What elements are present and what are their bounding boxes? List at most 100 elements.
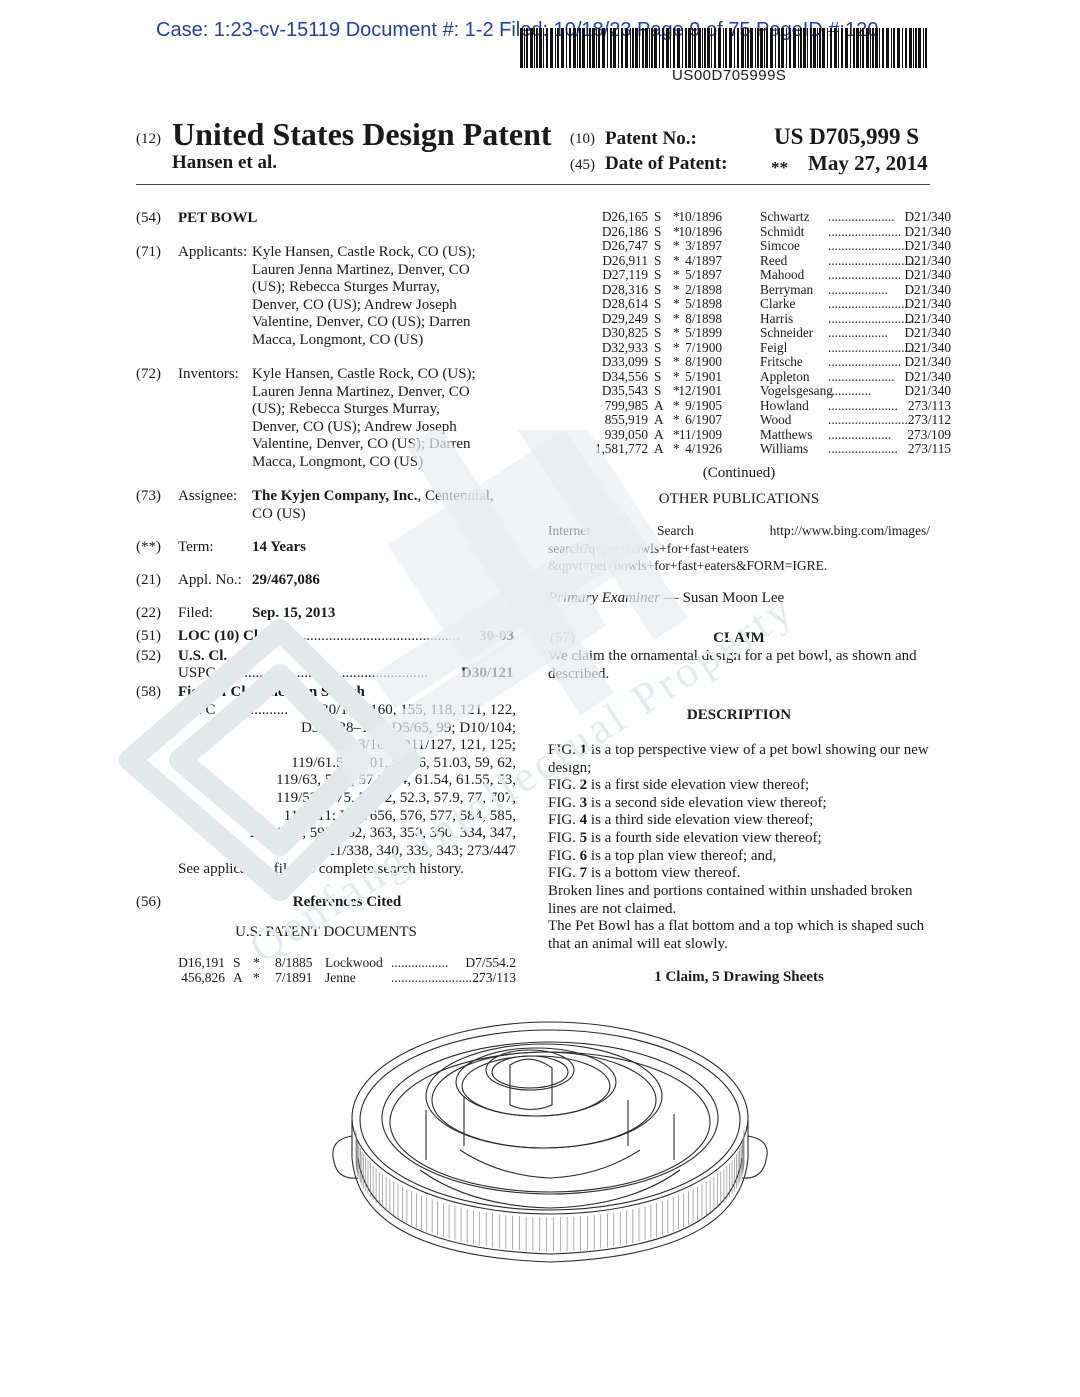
barcode-bar <box>592 28 595 68</box>
barcode-bar <box>573 28 576 68</box>
other-publications-label: OTHER PUBLICATIONS <box>658 491 820 507</box>
reference-cls: D7/554.2 <box>465 955 516 970</box>
appl-no-value: 29/467,086 <box>252 572 320 588</box>
barcode-bar <box>610 28 612 68</box>
reference-cls: D21/340 <box>904 267 951 282</box>
barcode-bar <box>561 28 564 68</box>
barcode-bar <box>897 28 900 68</box>
reference-date: 9/1905 <box>685 397 722 413</box>
figure-description: FIG. 7 is a bottom view thereof. <box>548 865 741 882</box>
inventors-label: Inventors: <box>178 366 239 382</box>
reference-kind: S <box>654 252 662 268</box>
us-patent-docs-label: U.S. PATENT DOCUMENTS <box>235 924 417 940</box>
barcode-bar <box>524 28 525 68</box>
applicants-list: Kyle Hansen, Castle Rock, CO (US); Laure… <box>252 244 520 349</box>
reference-date: 8/1898 <box>685 310 722 326</box>
us-class-label: U.S. Cl. <box>178 648 228 664</box>
barcode-bar <box>536 28 538 68</box>
barcode-bar <box>853 28 855 68</box>
reference-star: * <box>673 412 680 427</box>
class-line: D13/168; D11/127, 121, 125; <box>339 737 516 754</box>
reference-kind: S <box>654 368 662 384</box>
code-10: (10) <box>570 131 595 147</box>
applicant-line: Macca, Longmont, CO (US) <box>252 331 424 348</box>
assignee-name: The Kyjen Company, Inc. <box>252 488 418 504</box>
reference-dots: ...................... <box>828 223 902 239</box>
reference-date: 12/1901 <box>678 383 722 398</box>
class-line: D21/338, 340, 339, 343; 273/447 <box>316 842 516 859</box>
barcode-bar <box>694 28 696 68</box>
barcode-bar <box>798 28 799 68</box>
reference-kind: S <box>654 325 662 340</box>
uspc-value: D30/121 <box>461 665 514 681</box>
reference-name: Mahood <box>760 267 805 282</box>
reference-cls: D21/340 <box>904 296 951 311</box>
barcode-bar <box>817 28 818 68</box>
barcode-bar <box>838 28 839 68</box>
reference-star: * <box>673 223 680 239</box>
barcode-bar <box>850 28 851 68</box>
barcode-bar <box>582 28 585 68</box>
reference-kind: S <box>654 281 662 297</box>
reference-kind: S <box>654 267 662 282</box>
reference-star: * <box>673 252 680 268</box>
reference-name: Berryman <box>760 281 814 297</box>
barcode-image <box>520 28 927 68</box>
loc-class-label: LOC (10) Cl. <box>178 628 262 644</box>
barcode-bar <box>807 28 808 68</box>
reference-cls: 273/115 <box>907 441 951 456</box>
invention-title: PET BOWL <box>178 210 258 226</box>
header-rule <box>136 184 930 185</box>
examiner-name: — Susan Moon Lee <box>660 590 785 606</box>
reference-dots: ............................ <box>828 252 922 268</box>
barcode-bar <box>747 28 749 68</box>
assignee-value: The Kyjen Company, Inc., Centennial, CO … <box>252 488 520 523</box>
reference-kind: S <box>654 339 662 355</box>
barcode-bar <box>526 28 528 68</box>
reference-date: 5/1897 <box>685 267 722 282</box>
reference-dots: .................. <box>828 281 888 297</box>
reference-num: D35,543 <box>601 383 648 398</box>
reference-dots: ..................... <box>828 441 898 456</box>
reference-num: D29,249 <box>601 310 648 326</box>
field-21-code: (21) <box>136 572 161 588</box>
barcode-bar <box>698 28 701 68</box>
reference-num: D26,165 <box>601 209 648 224</box>
reference-kind: S <box>654 383 662 398</box>
assignee-label: Assignee: <box>178 488 238 504</box>
applicant-line: (US); Rebecca Sturges Murray, <box>252 279 440 295</box>
reference-num: D16,191 <box>178 955 225 970</box>
barcode-bar <box>760 28 763 68</box>
barcode-bar <box>685 28 687 68</box>
reference-num: 855,919 <box>604 412 648 427</box>
barcode-bar <box>607 28 608 68</box>
barcode-bar <box>879 28 880 68</box>
reference-dots: ........................ <box>828 296 908 311</box>
applicant-line: Valentine, Denver, CO (US); Darren <box>252 314 471 330</box>
barcode-bar <box>882 28 884 68</box>
barcode-bar <box>613 28 616 68</box>
barcode-bar <box>764 28 765 68</box>
barcode-bar <box>596 28 597 68</box>
pub-word-internet: Internet <box>548 523 590 538</box>
reference-name: Harris <box>760 310 794 326</box>
reference-cls: D21/340 <box>904 238 951 253</box>
reference-dots: .......................... <box>828 412 915 427</box>
class-line: D30/128–133; D5/65, 99; D10/104; <box>300 719 516 736</box>
barcode-bar <box>827 28 828 68</box>
reference-star: * <box>673 383 680 398</box>
barcode-bar <box>729 28 732 68</box>
reference-name: Appleton <box>760 368 810 384</box>
barcode-bar <box>662 28 664 68</box>
reference-cls: D21/340 <box>904 209 951 224</box>
reference-kind: S <box>654 209 662 224</box>
classification-list: D30/199, 160, 155, 118, 121, 122, D30/12… <box>178 702 516 860</box>
reference-star: * <box>673 296 680 311</box>
reference-dots: .......................... <box>828 310 915 326</box>
barcode-bar <box>893 28 895 68</box>
barcode-bar <box>654 28 657 68</box>
figure-description: FIG. 1 is a top perspective view of a pe… <box>548 742 929 776</box>
reference-num: D28,316 <box>601 281 648 297</box>
barcode-bar <box>632 28 634 68</box>
reference-dots: ........................... <box>391 970 483 985</box>
